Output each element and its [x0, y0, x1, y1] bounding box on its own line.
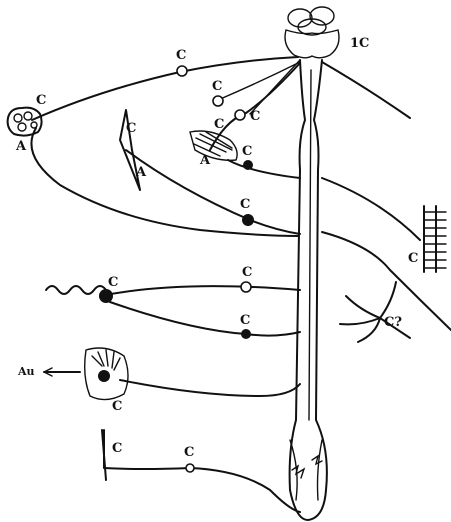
label-c-question: C?	[384, 315, 402, 330]
label-au: Au	[17, 365, 35, 378]
label-c-6: C	[214, 117, 224, 132]
branching-organ	[340, 282, 410, 342]
label-c-2: C	[36, 93, 46, 108]
label-c-9: C	[242, 265, 252, 280]
label-c-5: C	[250, 109, 260, 124]
label-c-8: C	[240, 197, 250, 212]
sense-organ-cluster	[8, 108, 42, 136]
label-c-12: C	[112, 399, 122, 414]
label-c-10: C	[108, 275, 118, 290]
label-c-14: C	[184, 445, 194, 460]
label-c-ladder: C	[408, 251, 418, 266]
label-c-7: C	[242, 144, 252, 159]
label-c-4: C	[126, 121, 136, 136]
ladder-organ	[424, 206, 446, 272]
label-1c: 1C	[350, 36, 369, 51]
label-c-11: C	[240, 313, 250, 328]
label-a-3: A	[199, 153, 211, 168]
label-c-13: C	[112, 441, 122, 456]
hatched-organ	[190, 131, 237, 160]
label-c-3: C	[212, 79, 222, 94]
label-a-2: A	[135, 165, 147, 180]
brain	[285, 7, 339, 58]
wavy-fiber	[46, 286, 113, 303]
label-c-1: C	[176, 48, 186, 63]
au-arrow	[44, 368, 80, 376]
fan-organ	[85, 348, 128, 400]
label-a-1: A	[15, 139, 27, 154]
